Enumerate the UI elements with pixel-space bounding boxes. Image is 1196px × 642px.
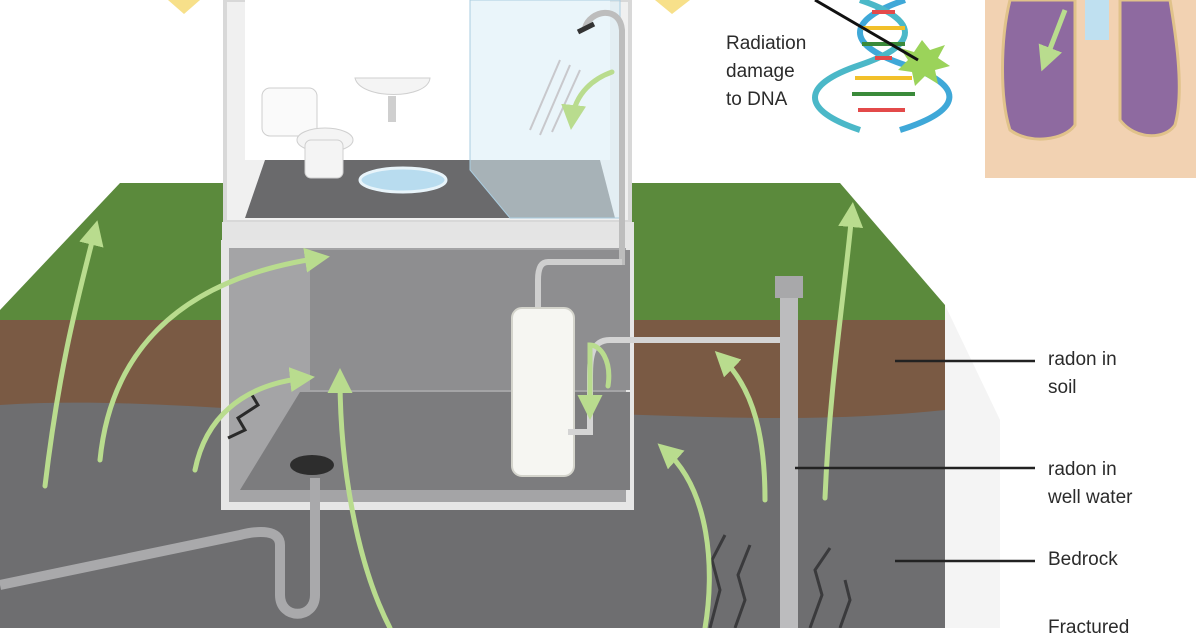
well-cap — [775, 276, 803, 298]
water-heater — [511, 307, 575, 477]
radon-arrow — [822, 202, 864, 501]
radon-arrows — [42, 69, 864, 628]
dna-strand — [812, 0, 908, 133]
fractured-label: Fractured — [1048, 617, 1130, 638]
floor-slab — [222, 222, 634, 244]
shower-head — [576, 21, 596, 35]
bedrock-fractures — [708, 534, 852, 628]
bedrock-label: Bedrock — [1048, 549, 1118, 570]
lung-radon-arrow — [1038, 9, 1068, 72]
radon-arrow — [97, 247, 330, 463]
damage-pointer — [814, 0, 919, 62]
sewer-drain — [290, 455, 334, 475]
glow-left — [168, 0, 200, 14]
foundation-crack — [227, 394, 261, 440]
dna-base-pairs — [852, 10, 915, 112]
radon-arrow — [192, 367, 315, 473]
toilet-base — [304, 139, 344, 179]
radon-arrow — [561, 69, 615, 130]
glow-right — [655, 0, 690, 14]
radon-arrow — [657, 443, 712, 628]
lungs-illustration — [985, 0, 1196, 178]
sink-pedestal — [388, 96, 396, 122]
water-spray — [529, 59, 581, 136]
dna-helix — [812, 0, 953, 133]
radon-soil-label: radon in soil — [1048, 349, 1117, 398]
label-leaders — [795, 359, 1035, 563]
heater-supply-pipe — [535, 259, 622, 312]
floor-drain — [358, 166, 448, 194]
radon-house-diagram — [0, 0, 1196, 628]
left-lung — [1001, 0, 1077, 141]
shower-pipe — [582, 9, 625, 265]
basement-back-wall — [310, 250, 630, 390]
right-lung — [1118, 0, 1181, 138]
radon-arrow — [327, 368, 393, 628]
trachea — [1085, 0, 1109, 40]
radon-arrow — [42, 220, 104, 489]
ground-side-face — [945, 305, 1000, 628]
well-casing — [780, 280, 798, 628]
radon-well-label: radon in well water — [1048, 459, 1133, 508]
radon-arrow — [577, 342, 612, 420]
shower-glass — [469, 0, 621, 219]
sink — [354, 77, 431, 95]
dna-damage-label: Radiation damage to DNA — [726, 33, 807, 110]
damage-burst — [898, 40, 950, 86]
sewer-pipe — [0, 478, 320, 619]
bathroom-fixtures — [261, 0, 625, 265]
radon-arrow — [714, 351, 768, 503]
toilet-tank — [261, 87, 318, 137]
